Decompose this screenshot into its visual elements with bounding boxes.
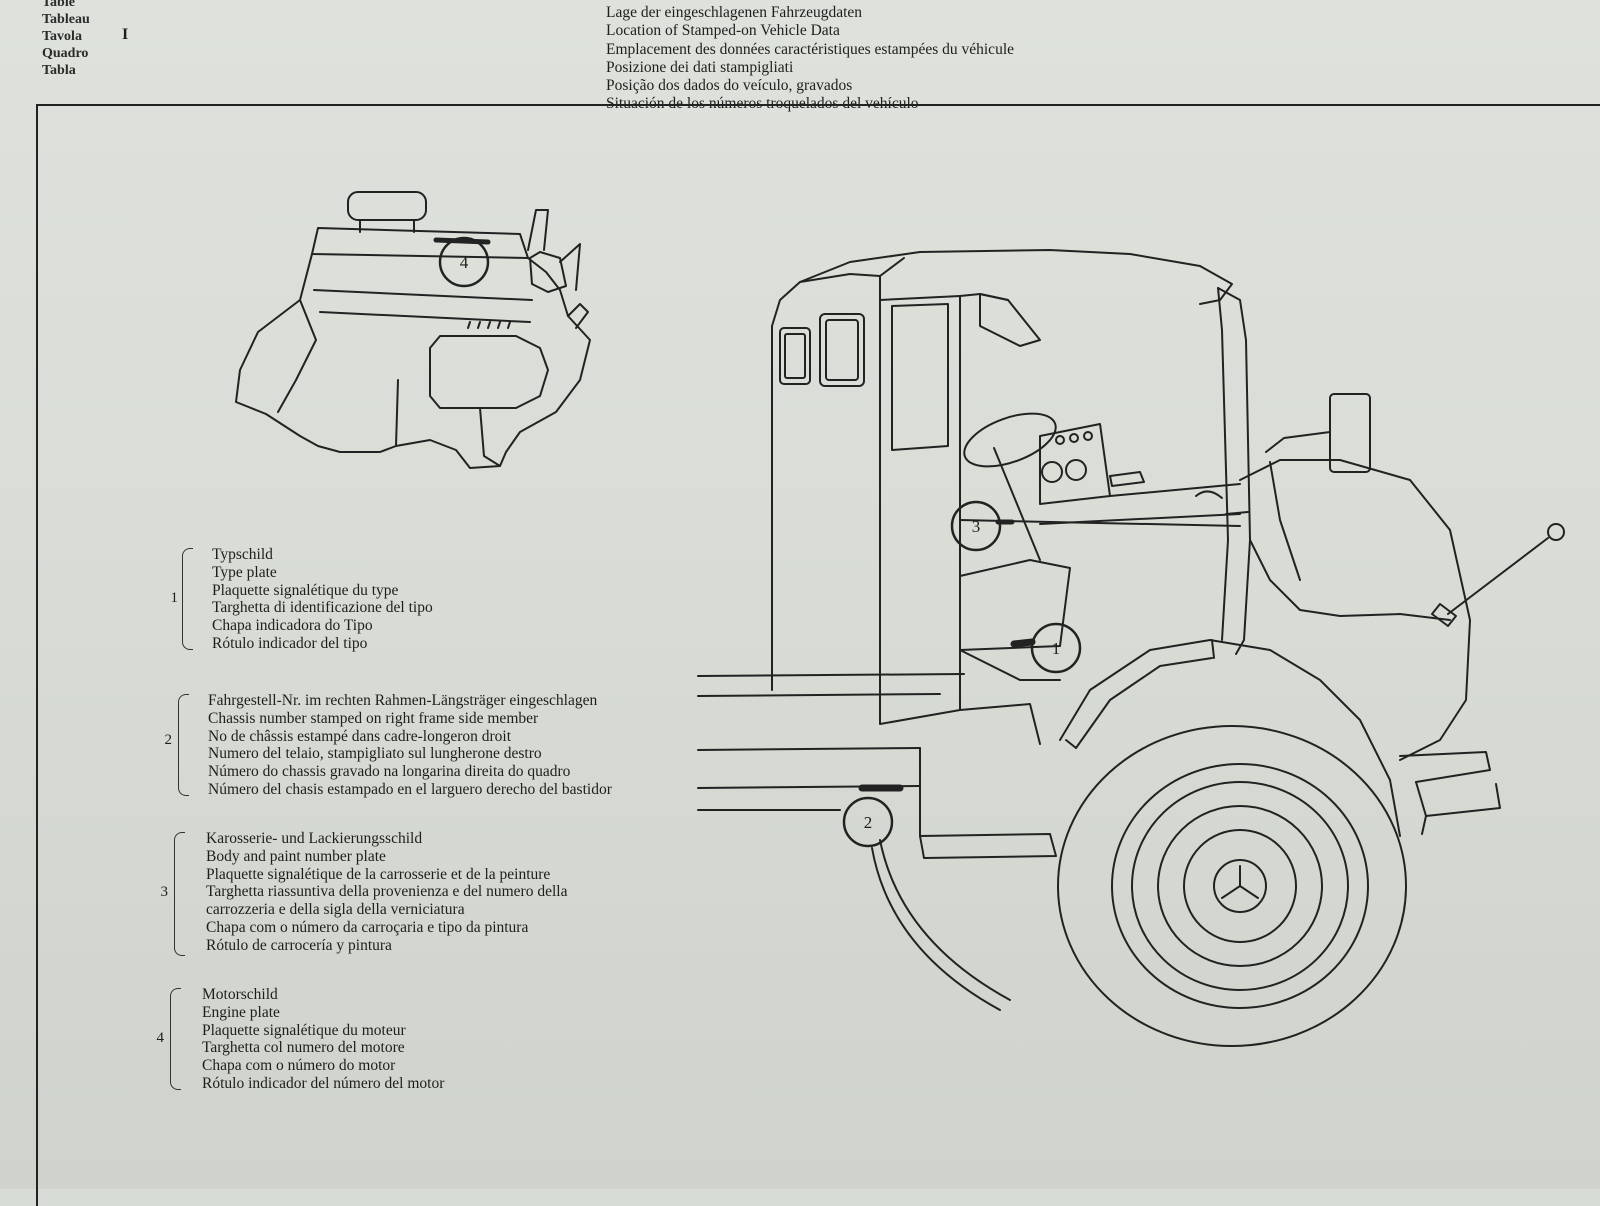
brace-icon — [178, 694, 189, 796]
legend-line: Engine plate — [202, 1003, 280, 1021]
brace-icon — [182, 548, 193, 650]
legend-number: 4 — [156, 1030, 165, 1046]
legend-group-3: 3 Karosserie- und Lackierungsschild Body… — [152, 830, 752, 960]
legend-line: Plaquette signalétique du moteur — [202, 1021, 406, 1039]
title-line: Emplacement des données caractéristiques… — [606, 40, 1015, 58]
legend-line: Fahrgestell-Nr. im rechten Rahmen-Längst… — [208, 692, 598, 709]
legend-line: Motorschild — [202, 986, 278, 1003]
title-line: Situación de los números troquelados del… — [606, 95, 919, 113]
legend-line: Type plate — [212, 563, 277, 581]
table-label: Tableau — [42, 12, 90, 27]
legend-line: Plaquette signalétique de la carrosserie… — [206, 865, 551, 883]
legend-line: No de châssis estampé dans cadre-longero… — [208, 727, 512, 745]
brace-icon — [174, 832, 185, 956]
legend-line: Targhetta di identificazione del tipo — [212, 599, 433, 617]
legend-line: Targhetta col numero del motore — [202, 1039, 405, 1057]
legend-number: 3 — [160, 884, 169, 900]
legend-line: Rótulo de carrocería y pintura — [206, 936, 392, 954]
legend-line: Karosserie- und Lackierungsschild — [206, 830, 423, 847]
marker-3-label: 3 — [972, 517, 981, 536]
legend-text: Karosserie- und Lackierungsschild Body a… — [206, 830, 567, 955]
table-label: Tabla — [42, 63, 76, 78]
legend-line: Plaquette signalétique du type — [212, 581, 399, 599]
table-labels: Table Tableau Tavola Quadro Tabla — [42, 0, 132, 79]
brace-icon — [170, 988, 181, 1090]
table-label: Tavola — [42, 29, 82, 44]
legend-line: Numero del telaio, stampigliato sul lung… — [208, 745, 542, 763]
legend-line: Rótulo indicador del tipo — [212, 634, 368, 652]
legend-line: Typschild — [212, 546, 273, 563]
title-line: Posição dos dados do veículo, gravados — [606, 77, 853, 95]
legend-line: Chapa com o número da carroçaria e tipo … — [206, 918, 529, 936]
legend-line: Chassis number stamped on right frame si… — [208, 709, 539, 727]
legend-line: Body and paint number plate — [206, 847, 386, 865]
legend-text: Fahrgestell-Nr. im rechten Rahmen-Längst… — [208, 692, 612, 799]
title-line: Location of Stamped-on Vehicle Data — [606, 22, 840, 40]
engine-illustration — [235, 191, 591, 469]
title-line: Posizione dei dati stampigliati — [606, 58, 794, 76]
legend-line: Número del chasis estampado en el largue… — [208, 780, 612, 798]
legend-line: Targhetta riassuntiva della provenienza … — [206, 883, 568, 901]
page-title: Lage der eingeschlagenen Fahrzeugdaten L… — [606, 4, 1014, 114]
legend-text: Typschild Type plate Plaquette signaléti… — [212, 546, 433, 653]
legend-line: Chapa indicadora do Tipo — [212, 617, 373, 635]
marker-2-label: 2 — [864, 813, 873, 832]
legend-text: Motorschild Engine plate Plaquette signa… — [202, 986, 444, 1093]
marker-4-label: 4 — [460, 253, 469, 272]
table-number: I — [122, 26, 129, 43]
truck-cab-illustration — [697, 249, 1565, 1047]
legend-line: Número do chassis gravado na longarina d… — [208, 763, 571, 781]
legend-group-2: 2 Fahrgestell-Nr. im rechten Rahmen-Läng… — [156, 692, 756, 802]
legend-line: Rótulo indicador del número del motor — [202, 1074, 445, 1092]
legend-group-1: 1 Typschild Type plate Plaquette signalé… — [162, 546, 722, 656]
title-line: Lage der eingeschlagenen Fahrzeugdaten — [606, 4, 863, 21]
legend-number: 2 — [164, 732, 173, 748]
legend-group-4: 4 Motorschild Engine plate Plaquette sig… — [148, 986, 708, 1096]
table-label: Table — [42, 0, 75, 10]
diagram-frame — [36, 104, 1600, 1206]
table-label: Quadro — [42, 46, 89, 61]
marker-1-label: 1 — [1052, 639, 1061, 658]
legend-line: Chapa com o número do motor — [202, 1057, 396, 1075]
legend-number: 1 — [170, 590, 179, 606]
legend-line: carrozzeria e della sigla della vernicia… — [206, 901, 465, 919]
